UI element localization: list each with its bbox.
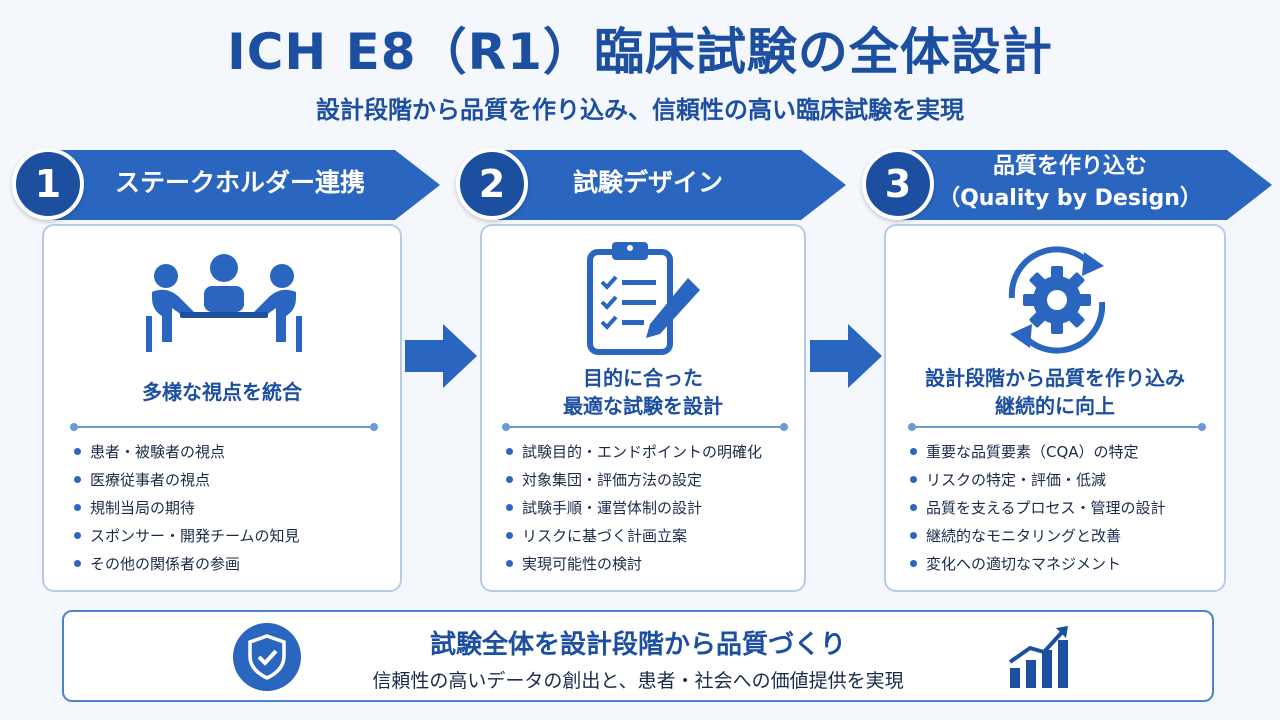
- page-subtitle: 設計段階から品質を作り込み、信頼性の高い臨床試験を実現: [316, 96, 964, 124]
- step-2-list: 試験目的・エンドポイントの明確化 対象集団・評価方法の設定 試験手順・運営体制の…: [504, 438, 762, 578]
- step-1-card: 多様な視点を統合 患者・被験者の視点 医療従事者の視点 規制当局の期待 スポンサ…: [42, 224, 402, 592]
- step-1-banner-label: ステークホルダー連携: [114, 168, 365, 197]
- step-1-divider: [70, 423, 378, 431]
- growth-chart-icon: [1008, 626, 1068, 688]
- list-item: 患者・被験者の視点: [72, 438, 300, 466]
- list-item: 継続的なモニタリングと改善: [908, 522, 1166, 550]
- team-meeting-icon: [146, 254, 302, 352]
- page-title: ICH E8（R1）臨床試験の全体設計: [227, 23, 1053, 81]
- step-2-divider: [502, 423, 788, 431]
- shield-check-icon: [233, 623, 301, 691]
- step-3-banner-line-2: （Quality by Design）: [938, 186, 1202, 211]
- list-item: 医療従事者の視点: [72, 466, 300, 494]
- step-3-card: 設計段階から品質を作り込み 継続的に向上 重要な品質要素（CQA）の特定 リスク…: [884, 224, 1226, 592]
- step-2-banner: 試験デザイン: [498, 150, 846, 220]
- step-3-banner-arrow: [900, 150, 1272, 220]
- list-item: 品質を支えるプロセス・管理の設計: [908, 494, 1166, 522]
- step-3-list: 重要な品質要素（CQA）の特定 リスクの特定・評価・低減 品質を支えるプロセス・…: [908, 438, 1166, 578]
- step-2-banner-arrow: [498, 150, 846, 220]
- step-1-heading: 多様な視点を統合: [142, 380, 302, 404]
- step-1-banner-arrow: [50, 150, 440, 220]
- step-3-heading-line-1: 設計段階から品質を作り込み: [925, 366, 1185, 390]
- summary-box: 試験全体を設計段階から品質づくり 信頼性の高いデータの創出と、患者・社会への価値…: [62, 610, 1214, 702]
- list-item: 試験手順・運営体制の設計: [504, 494, 762, 522]
- step-2-card: 目的に合った 最適な試験を設計 試験目的・エンドポイントの明確化 対象集団・評価…: [480, 224, 806, 592]
- list-item: 重要な品質要素（CQA）の特定: [908, 438, 1166, 466]
- list-item: その他の関係者の参画: [72, 550, 300, 578]
- list-item: 試験目的・エンドポイントの明確化: [504, 438, 762, 466]
- step-2-heading-line-1: 目的に合った: [583, 366, 703, 390]
- step-1-list: 患者・被験者の視点 医療従事者の視点 規制当局の期待 スポンサー・開発チームの知…: [72, 438, 300, 578]
- step-2-number: 2: [456, 148, 528, 220]
- clipboard-checklist-icon: [587, 242, 700, 355]
- summary-subtitle: 信頼性の高いデータの創出と、患者・社会への価値提供を実現: [372, 670, 904, 692]
- list-item: リスクに基づく計画立案: [504, 522, 762, 550]
- step-3-banner-line-1: 品質を作り込む: [992, 154, 1147, 179]
- step-1-banner: ステークホルダー連携: [50, 150, 440, 220]
- step-2-heading-line-2: 最適な試験を設計: [563, 394, 723, 418]
- gear-cycle-icon: [1008, 246, 1106, 354]
- step-3-banner: 品質を作り込む （Quality by Design）: [900, 150, 1272, 220]
- list-item: 対象集団・評価方法の設定: [504, 466, 762, 494]
- list-item: スポンサー・開発チームの知見: [72, 522, 300, 550]
- list-item: 変化への適切なマネジメント: [908, 550, 1166, 578]
- summary-title: 試験全体を設計段階から品質づくり: [429, 630, 846, 660]
- step-3-divider: [908, 423, 1206, 431]
- step-3-heading-line-2: 継続的に向上: [995, 394, 1115, 418]
- step-2-banner-label: 試験デザイン: [572, 168, 723, 197]
- step-1-number: 1: [12, 148, 84, 220]
- list-item: 規制当局の期待: [72, 494, 300, 522]
- list-item: リスクの特定・評価・低減: [908, 466, 1166, 494]
- flow-arrow-2-to-3-icon: [810, 324, 882, 388]
- flow-arrow-1-to-2-icon: [405, 324, 477, 388]
- step-3-number: 3: [862, 148, 934, 220]
- list-item: 実現可能性の検討: [504, 550, 762, 578]
